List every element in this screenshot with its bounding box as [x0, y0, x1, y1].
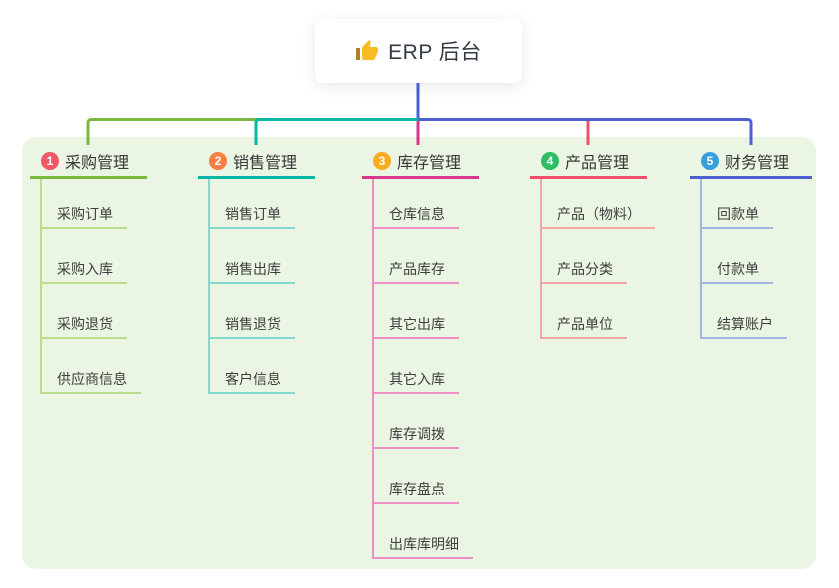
- branch2-number-badge: 2: [209, 152, 227, 170]
- root-label: ERP 后台: [388, 41, 482, 64]
- thumbs-up-icon: [355, 39, 379, 63]
- branch5-child-connector: [700, 179, 702, 339]
- branch4-child-connector: [540, 179, 542, 339]
- branch2-child-1[interactable]: 销售订单: [208, 201, 295, 229]
- branch2-child-3[interactable]: 销售退货: [208, 311, 295, 339]
- branch3-child-3[interactable]: 其它出库: [372, 311, 459, 339]
- branch5-header[interactable]: 5 财务管理: [690, 146, 812, 179]
- branch5-label: 财务管理: [725, 155, 790, 172]
- branch3-header[interactable]: 3 库存管理: [362, 146, 479, 179]
- branch2-child-2[interactable]: 销售出库: [208, 256, 295, 284]
- branch3-child-2[interactable]: 产品库存: [372, 256, 459, 284]
- branch3-child-5[interactable]: 库存调拨: [372, 421, 459, 449]
- branches-panel: [22, 137, 816, 569]
- branch3-label: 库存管理: [397, 155, 462, 172]
- branch2-label: 销售管理: [233, 155, 298, 172]
- bran4-child-3[interactable]: 产品单位: [540, 311, 627, 339]
- branch1-number-badge: 1: [41, 152, 59, 170]
- branch4-header[interactable]: 4 产品管理: [530, 146, 647, 179]
- branch5-child-3[interactable]: 结算账户: [700, 311, 787, 339]
- branch3-child-connector: [372, 179, 374, 559]
- branch2-child-4[interactable]: 客户信息: [208, 366, 295, 394]
- branch1-child-2[interactable]: 采购入库: [40, 256, 127, 284]
- branch4-number-badge: 4: [541, 152, 559, 170]
- branch5-child-1[interactable]: 回款单: [700, 201, 773, 229]
- root-node[interactable]: ERP 后台: [315, 19, 522, 83]
- branch5-number-badge: 5: [701, 152, 719, 170]
- branch1-header[interactable]: 1 采购管理: [30, 146, 147, 179]
- branch4-child-1[interactable]: 产品（物料）: [540, 201, 655, 229]
- branch4-label: 产品管理: [565, 155, 630, 172]
- branch1-child-3[interactable]: 采购退货: [40, 311, 127, 339]
- branch2-header[interactable]: 2 销售管理: [198, 146, 315, 179]
- branch3-child-1[interactable]: 仓库信息: [372, 201, 459, 229]
- branch3-number-badge: 3: [373, 152, 391, 170]
- branch5-child-2[interactable]: 付款单: [700, 256, 773, 284]
- branch2-child-connector: [208, 179, 210, 394]
- branch4-child-2[interactable]: 产品分类: [540, 256, 627, 284]
- branch1-label: 采购管理: [65, 155, 130, 172]
- branch1-child-4[interactable]: 供应商信息: [40, 366, 141, 394]
- branch1-child-connector: [40, 179, 42, 394]
- branch3-child-6[interactable]: 库存盘点: [372, 476, 459, 504]
- branch1-child-1[interactable]: 采购订单: [40, 201, 127, 229]
- branch3-child-4[interactable]: 其它入库: [372, 366, 459, 394]
- branch3-child-7[interactable]: 出库库明细: [372, 531, 473, 559]
